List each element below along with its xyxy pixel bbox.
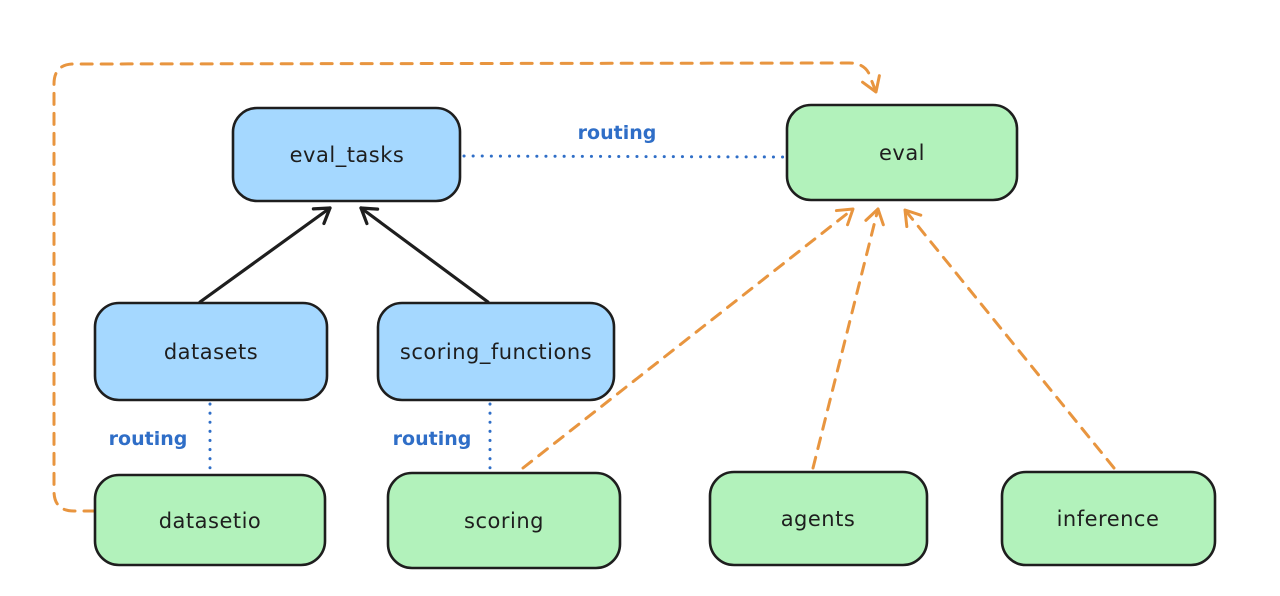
node-eval-label: eval (879, 141, 925, 165)
node-datasetio-box (93, 473, 327, 567)
node-datasets-box (93, 301, 329, 402)
edge-scoring-to-eval (521, 207, 855, 470)
node-inference-label: inference (1057, 507, 1160, 531)
node-eval-tasks: eval_tasks (231, 106, 462, 203)
edge-scoring-functions-to-eval-tasks (359, 206, 490, 304)
edge-routing-eval-tasks-eval (462, 154, 787, 159)
node-agents-label: agents (781, 507, 856, 531)
edge-agents-to-eval (811, 207, 885, 470)
node-eval-tasks-box (231, 106, 462, 203)
node-eval: eval (785, 103, 1019, 202)
node-eval-box (785, 103, 1019, 202)
node-scoring-label: scoring (464, 509, 544, 533)
node-scoring-functions-box (376, 301, 616, 402)
routing-label-datasets: routing (109, 428, 188, 450)
node-datasets: datasets (93, 301, 329, 402)
node-eval-tasks-label: eval_tasks (290, 143, 405, 168)
routing-label-top: routing (578, 122, 657, 144)
node-agents-box (708, 470, 929, 567)
node-datasetio: datasetio (93, 473, 327, 567)
node-inference-box (1000, 470, 1217, 567)
edge-datasetio-to-eval-loop (52, 61, 881, 513)
node-scoring-functions-label: scoring_functions (400, 340, 592, 365)
node-scoring-functions: scoring_functions (376, 301, 616, 402)
routing-label-scoring: routing (393, 428, 472, 450)
node-datasets-label: datasets (164, 340, 258, 364)
node-agents: agents (708, 470, 929, 567)
node-datasetio-label: datasetio (159, 509, 262, 533)
node-scoring: scoring (386, 471, 622, 570)
edge-datasets-to-eval-tasks (198, 206, 332, 304)
edge-inference-to-eval (903, 208, 1116, 470)
node-scoring-box (386, 471, 622, 570)
node-inference: inference (1000, 470, 1217, 567)
